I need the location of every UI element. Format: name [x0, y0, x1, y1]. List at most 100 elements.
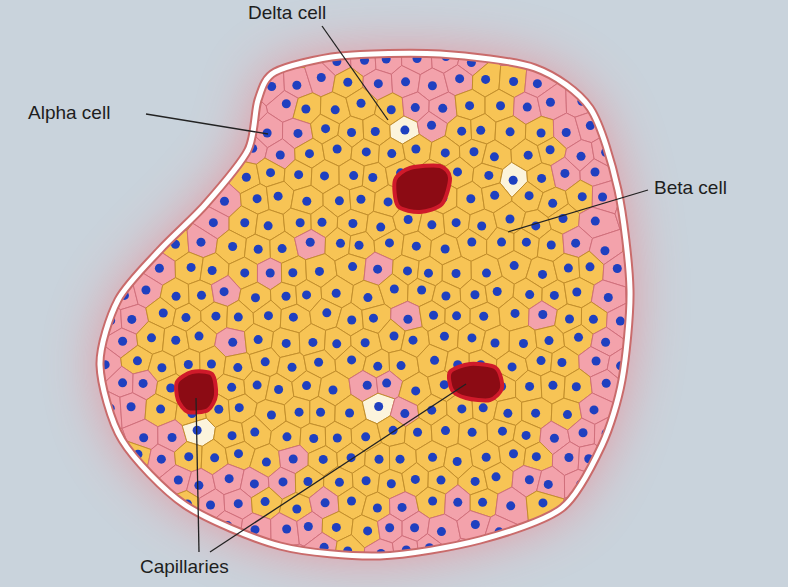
nucleus	[469, 147, 478, 156]
nucleus	[322, 308, 331, 317]
nucleus	[233, 363, 242, 372]
nucleus	[537, 356, 546, 365]
nucleus	[491, 339, 500, 348]
nucleus	[266, 268, 275, 277]
nucleus	[591, 167, 600, 176]
leader-line	[322, 26, 388, 120]
nucleus	[548, 381, 557, 390]
islet-rim	[100, 53, 630, 556]
nucleus	[457, 127, 466, 136]
nucleus	[471, 477, 480, 486]
nucleus	[547, 240, 556, 249]
nucleus	[378, 35, 387, 44]
nucleus	[319, 455, 328, 464]
nucleus	[590, 405, 599, 414]
nucleus	[403, 315, 412, 324]
nucleus	[468, 428, 477, 437]
nucleus	[371, 127, 380, 136]
nucleus	[390, 331, 399, 340]
nucleus	[438, 104, 447, 113]
nucleus	[604, 293, 613, 302]
nucleus	[292, 81, 301, 90]
leader-line	[196, 398, 199, 552]
nucleus	[376, 223, 385, 232]
nucleus	[417, 286, 426, 295]
nucleus	[585, 262, 594, 271]
nucleus	[538, 270, 547, 279]
nucleus	[637, 247, 646, 256]
cell	[499, 297, 529, 331]
nucleus	[525, 382, 534, 391]
nucleus	[317, 218, 326, 227]
nucleus	[600, 246, 609, 255]
cell	[60, 143, 159, 272]
nucleus	[428, 453, 437, 462]
nucleus	[321, 498, 330, 507]
nucleus	[401, 77, 410, 86]
nucleus	[452, 269, 461, 278]
nucleus	[235, 403, 244, 412]
nucleus	[465, 38, 474, 47]
nucleus	[118, 337, 127, 346]
nucleus	[168, 215, 177, 224]
nucleus	[331, 105, 340, 114]
nucleus	[291, 46, 300, 55]
nucleus	[467, 237, 476, 246]
nucleus	[171, 336, 180, 345]
nucleus	[376, 565, 385, 574]
nucleus	[309, 434, 318, 443]
nucleus	[320, 171, 329, 180]
nucleus	[264, 311, 273, 320]
nucleus	[452, 218, 461, 227]
nucleus	[234, 313, 243, 322]
nucleus	[496, 101, 505, 110]
nucleus	[478, 498, 487, 507]
nucleus	[363, 381, 372, 390]
nucleus	[282, 99, 291, 108]
nucleus	[589, 315, 598, 324]
nucleus	[397, 361, 406, 370]
nucleus	[321, 124, 330, 133]
nucleus	[226, 148, 235, 157]
nucleus	[463, 553, 472, 562]
nucleus	[295, 408, 304, 417]
nucleus	[546, 98, 555, 107]
cell	[310, 396, 335, 427]
nucleus	[398, 503, 407, 512]
nucleus	[282, 524, 291, 533]
nucleus	[400, 126, 409, 135]
nucleus	[373, 504, 382, 513]
nucleus	[631, 378, 640, 387]
nucleus	[453, 498, 462, 507]
islet-border	[100, 53, 630, 556]
nucleus	[411, 145, 420, 154]
nucleus	[522, 431, 531, 440]
nucleus	[441, 426, 450, 435]
nucleus	[336, 239, 345, 248]
nucleus	[538, 498, 547, 507]
nucleus	[453, 457, 462, 466]
nucleus	[470, 290, 479, 299]
nucleus	[524, 151, 533, 160]
nucleus	[276, 150, 285, 159]
nucleus	[562, 128, 571, 137]
nucleus	[362, 476, 371, 485]
nucleus	[571, 239, 580, 248]
nucleus	[303, 477, 312, 486]
nucleus	[523, 103, 532, 112]
nucleus	[592, 356, 601, 365]
nucleus	[157, 363, 166, 372]
nucleus	[385, 238, 394, 247]
nucleus	[471, 520, 480, 529]
nucleus	[118, 378, 127, 387]
nucleus	[305, 149, 314, 158]
nucleus	[274, 385, 283, 394]
nucleus	[493, 287, 502, 296]
nucleus	[455, 74, 464, 83]
nucleus	[537, 129, 546, 138]
nucleus	[452, 311, 461, 320]
nucleus	[242, 108, 251, 117]
nucleus	[363, 526, 372, 535]
nucleus	[522, 238, 531, 247]
nucleus	[608, 119, 617, 128]
